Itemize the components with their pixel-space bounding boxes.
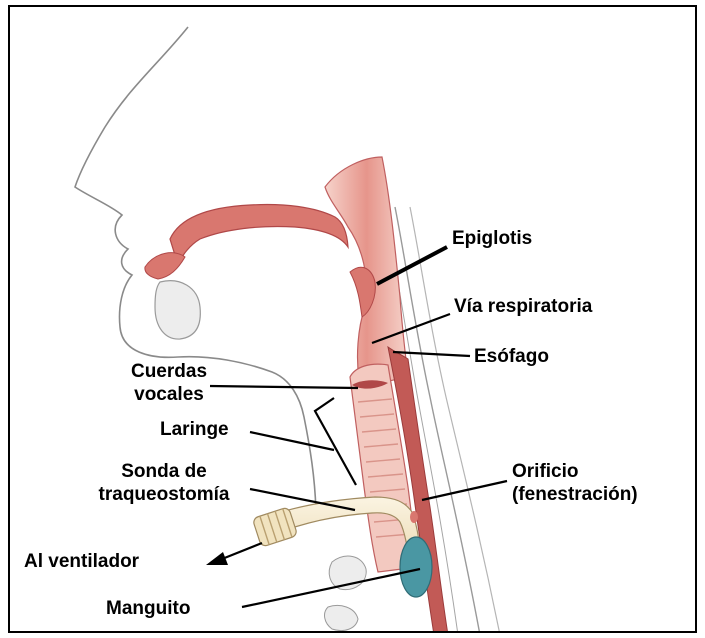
cuff — [400, 537, 432, 597]
label-epiglotis: Epiglotis — [452, 227, 532, 250]
laringe-bracket — [315, 398, 356, 485]
label-cuerdas-vocales: Cuerdas vocales — [114, 360, 224, 406]
jaw-bone — [155, 281, 200, 339]
sternum-bone — [325, 606, 358, 631]
arrow-head-ventilador — [206, 552, 228, 565]
label-manguito: Manguito — [106, 597, 190, 620]
nasal-palate — [170, 205, 348, 266]
label-ventilador: Al ventilador — [24, 550, 139, 573]
leader-laringe — [250, 432, 334, 450]
leader-cuerdas-vocales — [210, 386, 358, 388]
leader-ventilador — [222, 543, 262, 559]
label-sonda-line-1: Sonda de — [64, 460, 264, 483]
label-esofago: Esófago — [474, 345, 549, 368]
anatomy-illustration — [10, 7, 697, 633]
label-sonda-line-2: traqueostomía — [64, 483, 264, 506]
label-sonda: Sonda de traqueostomía — [64, 460, 264, 506]
diagram-frame: Epiglotis Vía respiratoria Esófago Cuerd… — [8, 5, 697, 633]
label-cuerdas-vocales-line-1: Cuerdas — [114, 360, 224, 383]
tongue — [145, 253, 185, 279]
label-laringe: Laringe — [160, 418, 229, 441]
label-orificio-line-2: (fenestración) — [512, 483, 638, 506]
label-orificio: Orificio (fenestración) — [512, 460, 638, 506]
fenestration-hole — [410, 511, 418, 523]
label-via-respiratoria: Vía respiratoria — [454, 295, 592, 318]
label-orificio-line-1: Orificio — [512, 460, 638, 483]
label-cuerdas-vocales-line-2: vocales — [114, 383, 224, 406]
